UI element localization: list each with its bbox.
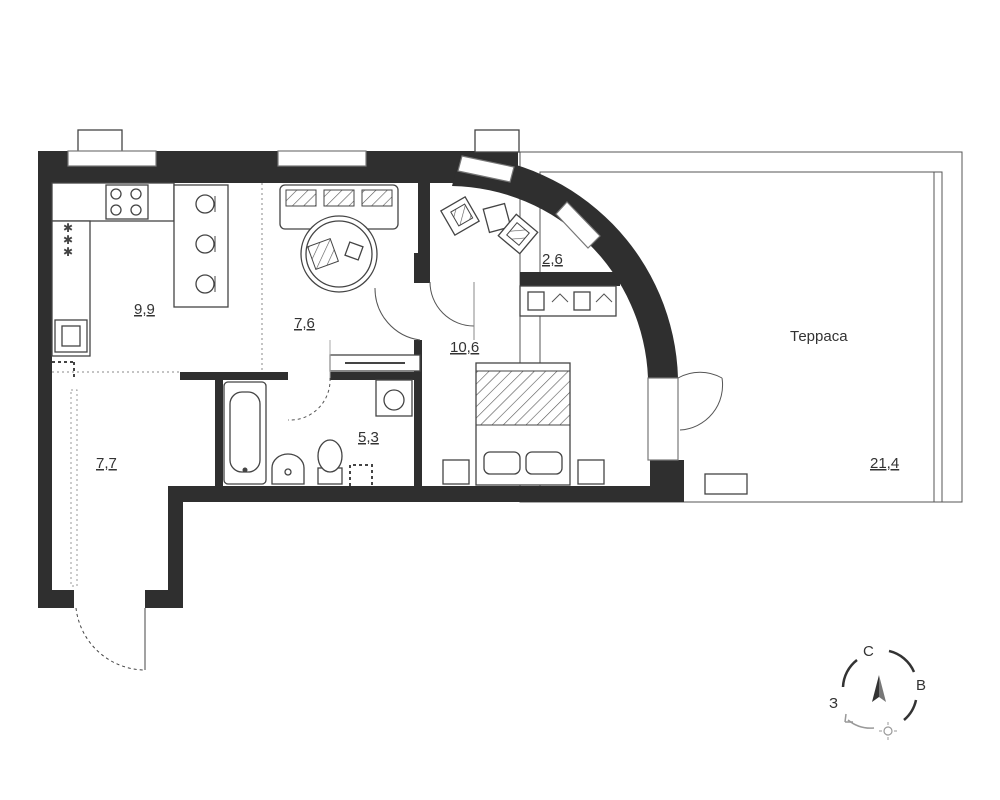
kitchen-area: 9,9 [134, 301, 155, 318]
bathroom-furniture [223, 379, 413, 486]
living-furniture [279, 184, 421, 421]
compass-north: С [863, 643, 874, 660]
svg-text:✱: ✱ [63, 221, 73, 235]
terrace-name: Терраса [790, 328, 848, 345]
terrace-vent [704, 473, 748, 495]
hall-furniture [52, 361, 146, 671]
wardrobe-area: 2,6 [542, 251, 563, 268]
compass-west: З [829, 695, 838, 712]
compass-needle [872, 675, 879, 702]
bedroom-furniture [429, 195, 724, 486]
svg-text:✱: ✱ [63, 233, 73, 247]
bath-area: 5,3 [358, 429, 379, 446]
living-area: 7,6 [294, 315, 315, 332]
kitchen-furniture: ✱ ✱ ✱ [51, 182, 263, 373]
terrace [519, 151, 963, 503]
bedroom-area: 10,6 [450, 339, 479, 356]
hall-area: 7,7 [96, 455, 117, 472]
svg-text:✱: ✱ [63, 245, 73, 259]
terrace-area: 21,4 [870, 455, 899, 472]
walls [38, 151, 684, 608]
windows [67, 129, 679, 461]
compass-east: В [916, 677, 926, 694]
compass: С В З [829, 643, 926, 740]
room-labels: 9,9 7,6 7,7 5,3 10,6 2,6 Терраса 21,4 [96, 251, 899, 472]
sun-icon [883, 726, 893, 736]
